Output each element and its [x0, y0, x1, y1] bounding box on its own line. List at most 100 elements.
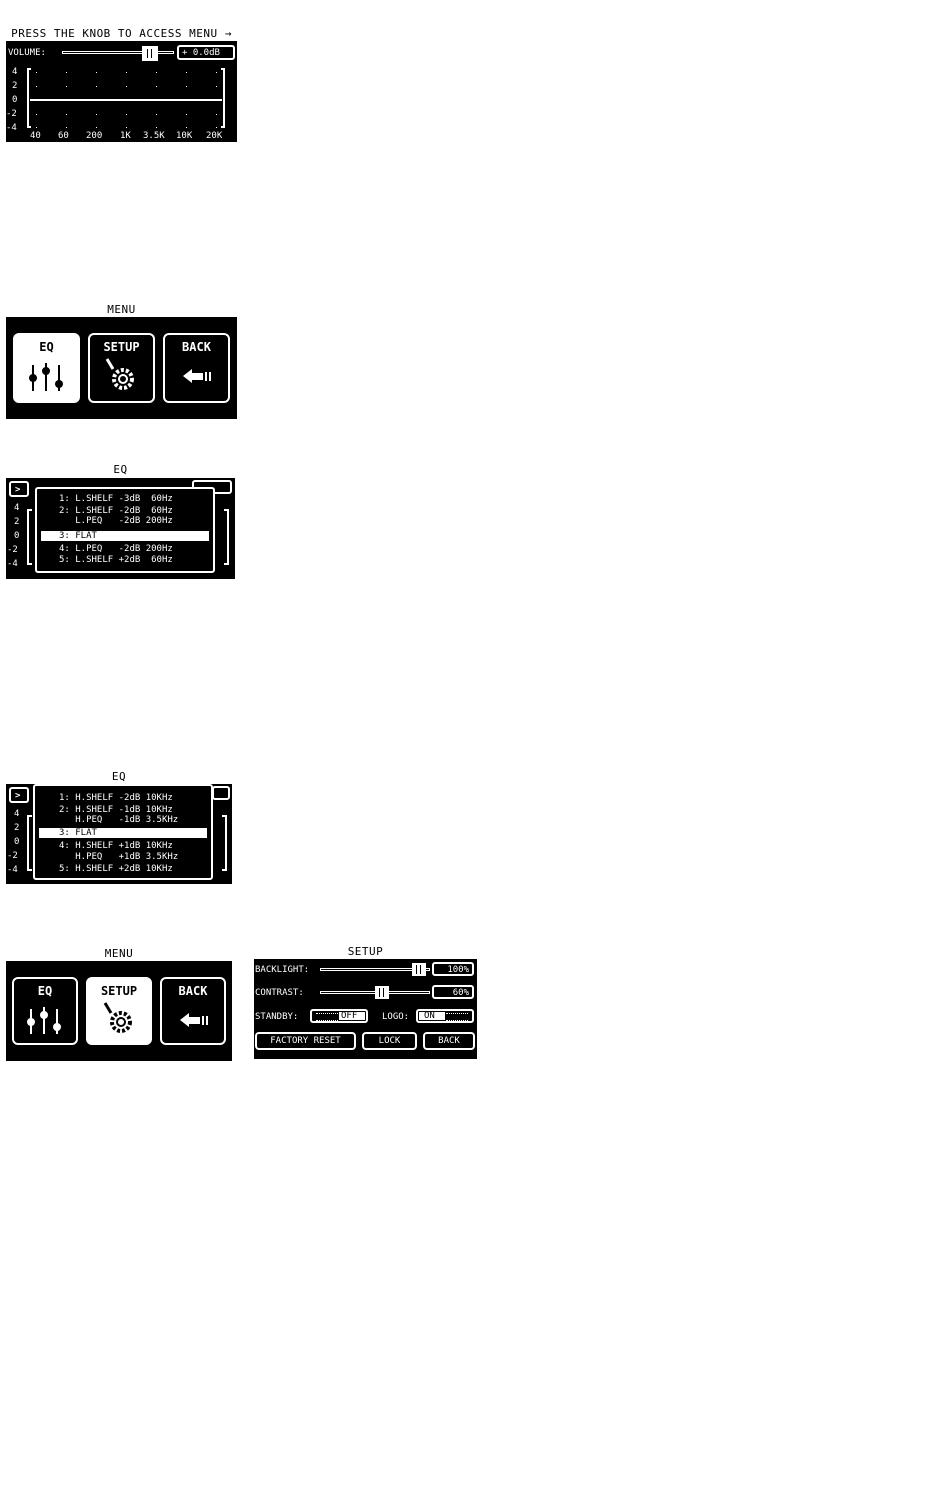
y-tick: -2 [7, 545, 18, 555]
list-item[interactable]: L.PEQ -2dB 200Hz [59, 516, 173, 526]
x-tick: 3.5K [143, 131, 165, 141]
x-tick: 10K [176, 131, 193, 141]
menu-back-label: BACK [178, 984, 208, 998]
menu-setup-button[interactable]: SETUP [88, 333, 155, 403]
standby-label: STANDBY: [255, 1012, 299, 1022]
menu-eq-button[interactable]: EQ [12, 977, 78, 1045]
volume-slider[interactable] [62, 46, 174, 61]
eq2-back-tab[interactable] [212, 786, 230, 800]
setup-screen: BACKLIGHT: 100% CONTRAST: 60% STANDBY: O… [254, 959, 477, 1059]
logo-toggle[interactable]: ON [416, 1009, 474, 1023]
gear-icon [105, 358, 134, 390]
volume-value-box: + 0.0dB [177, 45, 235, 60]
list-item[interactable]: 4: H.SHELF +1dB 10KHz [59, 841, 173, 851]
contrast-label: CONTRAST: [255, 988, 304, 998]
eq1-preset-popup: 1: L.SHELF -3dB 60Hz 2: L.SHELF -2dB 60H… [35, 487, 215, 573]
gear-icon [103, 1002, 132, 1033]
contrast-slider[interactable] [320, 986, 430, 999]
list-item[interactable]: 4: L.PEQ -2dB 200Hz [59, 544, 173, 554]
y-tick: -4 [7, 865, 18, 875]
y-tick: 4 [14, 503, 20, 513]
backlight-value: 100% [447, 965, 469, 975]
eq2-caption: EQ [111, 770, 127, 783]
logo-label: LOGO: [382, 1012, 410, 1022]
list-item[interactable]: 5: L.SHELF +2dB 60Hz [59, 555, 173, 565]
contrast-value-box: 60% [432, 985, 474, 999]
sliders-icon [27, 1007, 61, 1034]
eq2-nav-arrow[interactable]: > [9, 787, 29, 803]
logo-value: ON [424, 1011, 435, 1021]
y-tick: 2 [14, 517, 20, 527]
volume-value: + 0.0dB [182, 48, 220, 58]
list-item[interactable]: 5: H.SHELF +2dB 10KHz [59, 864, 173, 874]
eq-curve [27, 68, 225, 128]
y-tick: 0 [12, 95, 18, 105]
eq2-screen: > 4 2 0 -2 -4 1: H.SHELF -2dB 10KHz 2: H… [6, 784, 232, 884]
eq1-graph-frame [27, 509, 229, 565]
y-tick: 4 [12, 67, 18, 77]
main-screen: VOLUME: + 0.0dB 4 2 0 -2 -4 40 60 20 [6, 41, 237, 142]
x-tick: 60 [58, 131, 69, 141]
menu-setup-button[interactable]: SETUP [86, 977, 152, 1045]
factory-reset-button[interactable]: FACTORY RESET [255, 1032, 356, 1050]
main-screen-caption: PRESS THE KNOB TO ACCESS MENU → [11, 27, 232, 40]
x-tick: 1K [120, 131, 131, 141]
y-tick: -4 [6, 123, 17, 133]
list-item[interactable]: 2: L.SHELF -2dB 60Hz [59, 506, 173, 516]
list-item[interactable]: 1: L.SHELF -3dB 60Hz [59, 494, 173, 504]
list-item[interactable]: H.PEQ +1dB 3.5KHz [59, 852, 179, 862]
volume-slider-handle[interactable] [142, 46, 158, 61]
backlight-slider-handle[interactable] [412, 963, 426, 976]
eq2-arrow-glyph: > [15, 791, 21, 801]
menu-eq-label: EQ [37, 984, 53, 998]
y-tick: -4 [7, 559, 18, 569]
x-tick: 40 [30, 131, 41, 141]
menu-setup-label: SETUP [103, 340, 140, 354]
menu-back-button[interactable]: BACK [160, 977, 226, 1045]
contrast-value: 60% [452, 988, 469, 998]
backlight-value-box: 100% [432, 962, 474, 976]
y-tick: 2 [14, 823, 20, 833]
standby-value: OFF [341, 1011, 358, 1021]
standby-toggle[interactable]: OFF [310, 1009, 368, 1023]
back-button[interactable]: BACK [423, 1032, 475, 1050]
y-tick: -2 [6, 109, 17, 119]
menu2-caption: MENU [104, 947, 134, 960]
setup-caption: SETUP [347, 945, 384, 958]
backlight-slider[interactable] [320, 963, 430, 976]
menu2-screen: EQ SETUP BACK [6, 961, 232, 1061]
eq1-arrow-glyph: > [15, 485, 21, 495]
y-tick: 0 [14, 531, 20, 541]
list-item-selected[interactable]: 3: FLAT [41, 531, 209, 541]
list-item-selected[interactable]: 3: FLAT [39, 828, 207, 838]
eq1-caption: EQ [113, 463, 128, 476]
y-tick: -2 [7, 851, 18, 861]
back-arrow-icon [183, 369, 211, 383]
menu-back-button[interactable]: BACK [163, 333, 230, 403]
menu-eq-label: EQ [39, 340, 54, 354]
list-item[interactable]: H.PEQ -1dB 3.5KHz [59, 815, 179, 825]
menu-caption: MENU [107, 303, 136, 316]
eq1-screen: > 4 2 0 -2 -4 1: L.SHELF -3dB 60Hz 2: L.… [6, 478, 235, 579]
y-tick: 2 [12, 81, 18, 91]
menu-setup-label: SETUP [100, 984, 138, 998]
eq2-graph-frame [27, 815, 227, 871]
eq2-preset-popup: 1: H.SHELF -2dB 10KHz 2: H.SHELF -1dB 10… [33, 784, 213, 880]
x-tick: 20K [206, 131, 223, 141]
contrast-slider-handle[interactable] [375, 986, 389, 999]
menu-eq-button[interactable]: EQ [13, 333, 80, 403]
eq1-nav-arrow[interactable]: > [9, 481, 29, 497]
x-tick: 200 [86, 131, 103, 141]
y-tick: 4 [14, 809, 20, 819]
menu-screen: EQ SETUP BACK [6, 317, 237, 419]
volume-label: VOLUME: [8, 48, 46, 58]
eq-graph: 4 2 0 -2 -4 40 60 200 1K 3.5K 10K 20K [6, 65, 237, 142]
list-item[interactable]: 2: H.SHELF -1dB 10KHz [59, 805, 173, 815]
back-arrow-icon [180, 1013, 208, 1027]
sliders-icon [29, 363, 63, 391]
list-item[interactable]: 1: H.SHELF -2dB 10KHz [59, 793, 173, 803]
backlight-label: BACKLIGHT: [255, 965, 310, 975]
menu-back-label: BACK [182, 340, 211, 354]
y-tick: 0 [14, 837, 20, 847]
lock-button[interactable]: LOCK [362, 1032, 417, 1050]
